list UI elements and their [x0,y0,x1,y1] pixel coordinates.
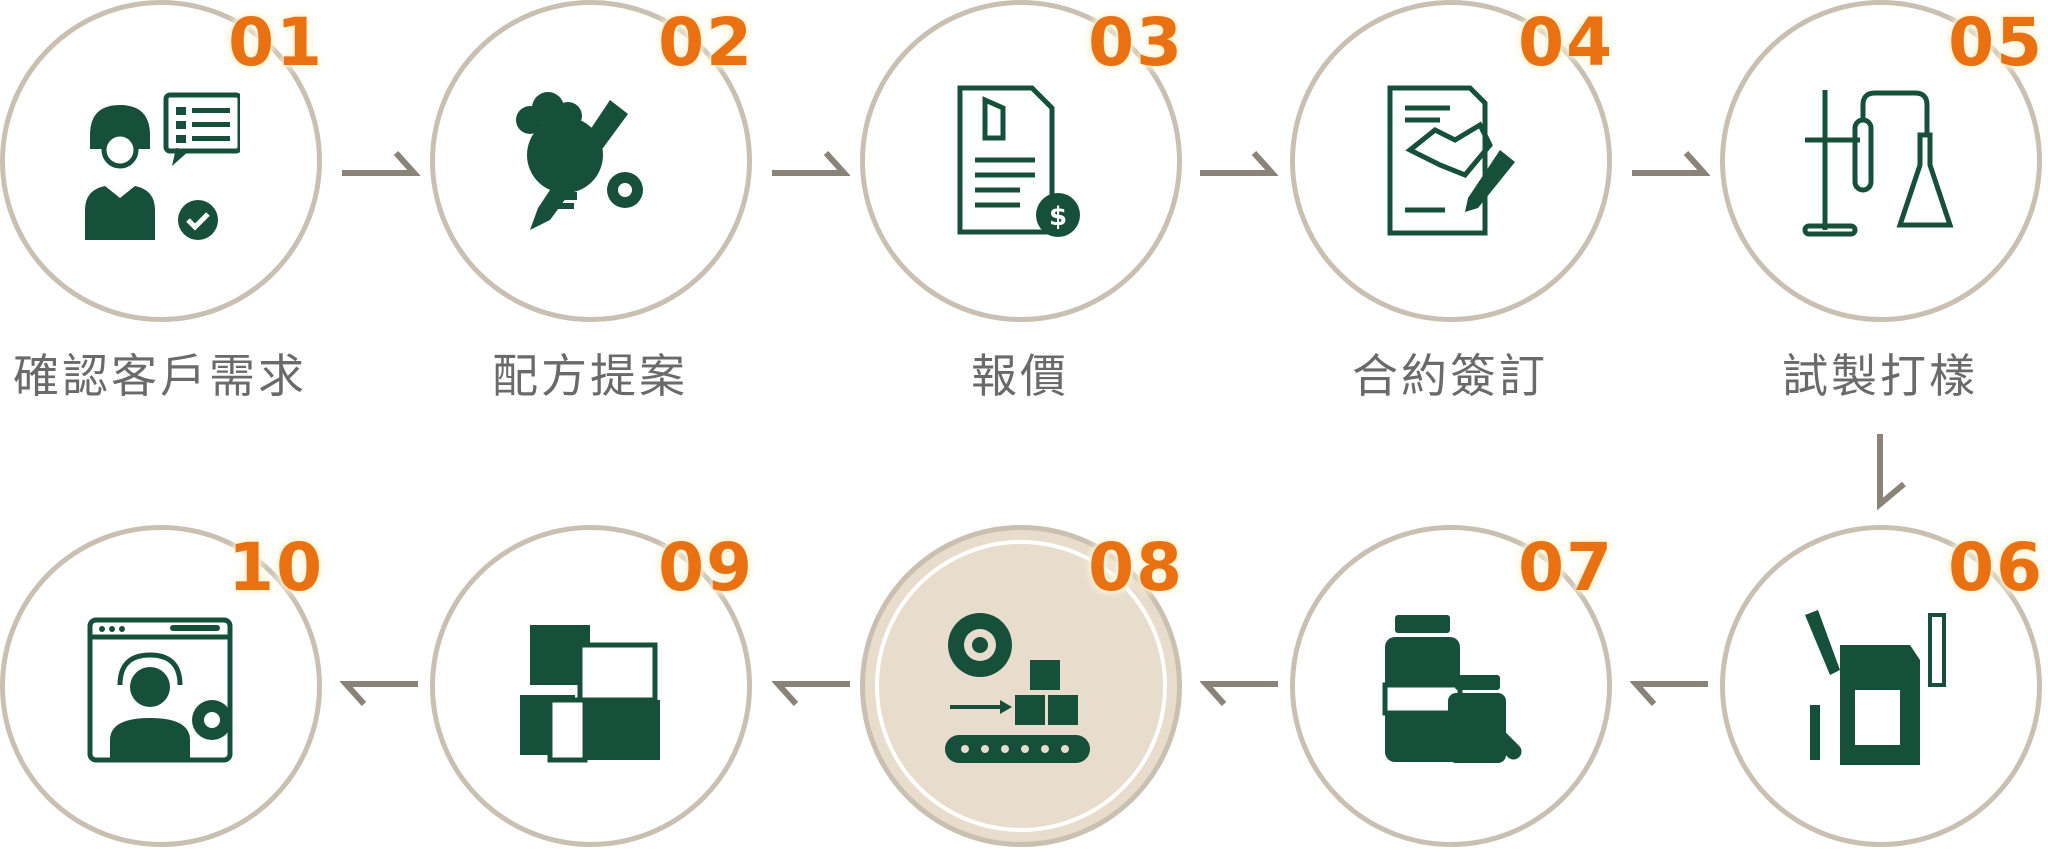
step-ring [430,525,752,847]
arrow-left-icon [772,681,850,707]
contract-signing-icon [1387,85,1515,236]
production-line-icon [945,613,1090,763]
arrow-right-icon [1200,150,1278,176]
step-09: 09 [430,525,752,847]
boxes-icon [520,625,660,763]
arrow-right-icon [342,150,420,176]
step-08: 08 [860,525,1182,847]
step-number: 07 [1518,529,1614,606]
step-ring-active [860,525,1182,847]
step-number: 04 [1518,4,1614,81]
step-number: 05 [1948,4,2044,81]
arrow-left-icon [1630,681,1708,707]
step-02: 02 配方提案 [430,0,752,403]
arrow-right-icon [772,150,850,176]
formula-idea-icon [516,92,643,230]
quotation-icon: $ [957,85,1080,237]
step-label: 報價 [971,349,1069,403]
step-01: 01 確認客戶需求 [0,0,322,403]
arrow-left-icon [1200,681,1278,707]
step-label: 確認客戶需求 [13,349,307,403]
step-03: $ 03 報價 [860,0,1182,403]
step-number: 02 [658,4,754,81]
step-04: 04 合約簽訂 [1290,0,1612,403]
packaging-design-icon [1805,610,1946,765]
arrow-down-icon [1877,434,1906,510]
step-label: 配方提案 [492,349,688,403]
step-number: 10 [228,529,324,606]
step-ring [1720,0,2042,322]
step-label: 合約簽訂 [1352,349,1548,403]
customer-needs-icon [85,92,240,240]
step-number: 08 [1088,529,1184,606]
step-ring [1290,0,1612,322]
svg-text:$: $ [1049,202,1067,232]
step-number: 03 [1088,4,1184,81]
lab-sample-icon [1802,90,1954,237]
step-number: 01 [228,4,324,81]
customer-service-icon [87,617,233,763]
arrow-left-icon [340,681,418,707]
step-number: 09 [658,529,754,606]
arrow-right-icon [1632,150,1710,176]
bottles-icon [1382,615,1522,763]
step-06: 06 [1720,525,2042,847]
step-ring [0,0,322,322]
step-label: 試製打樣 [1782,349,1978,403]
step-number: 06 [1948,529,2044,606]
step-05: 05 試製打樣 [1720,0,2042,403]
step-07: 07 [1290,525,1612,847]
step-10: 10 [0,525,322,847]
